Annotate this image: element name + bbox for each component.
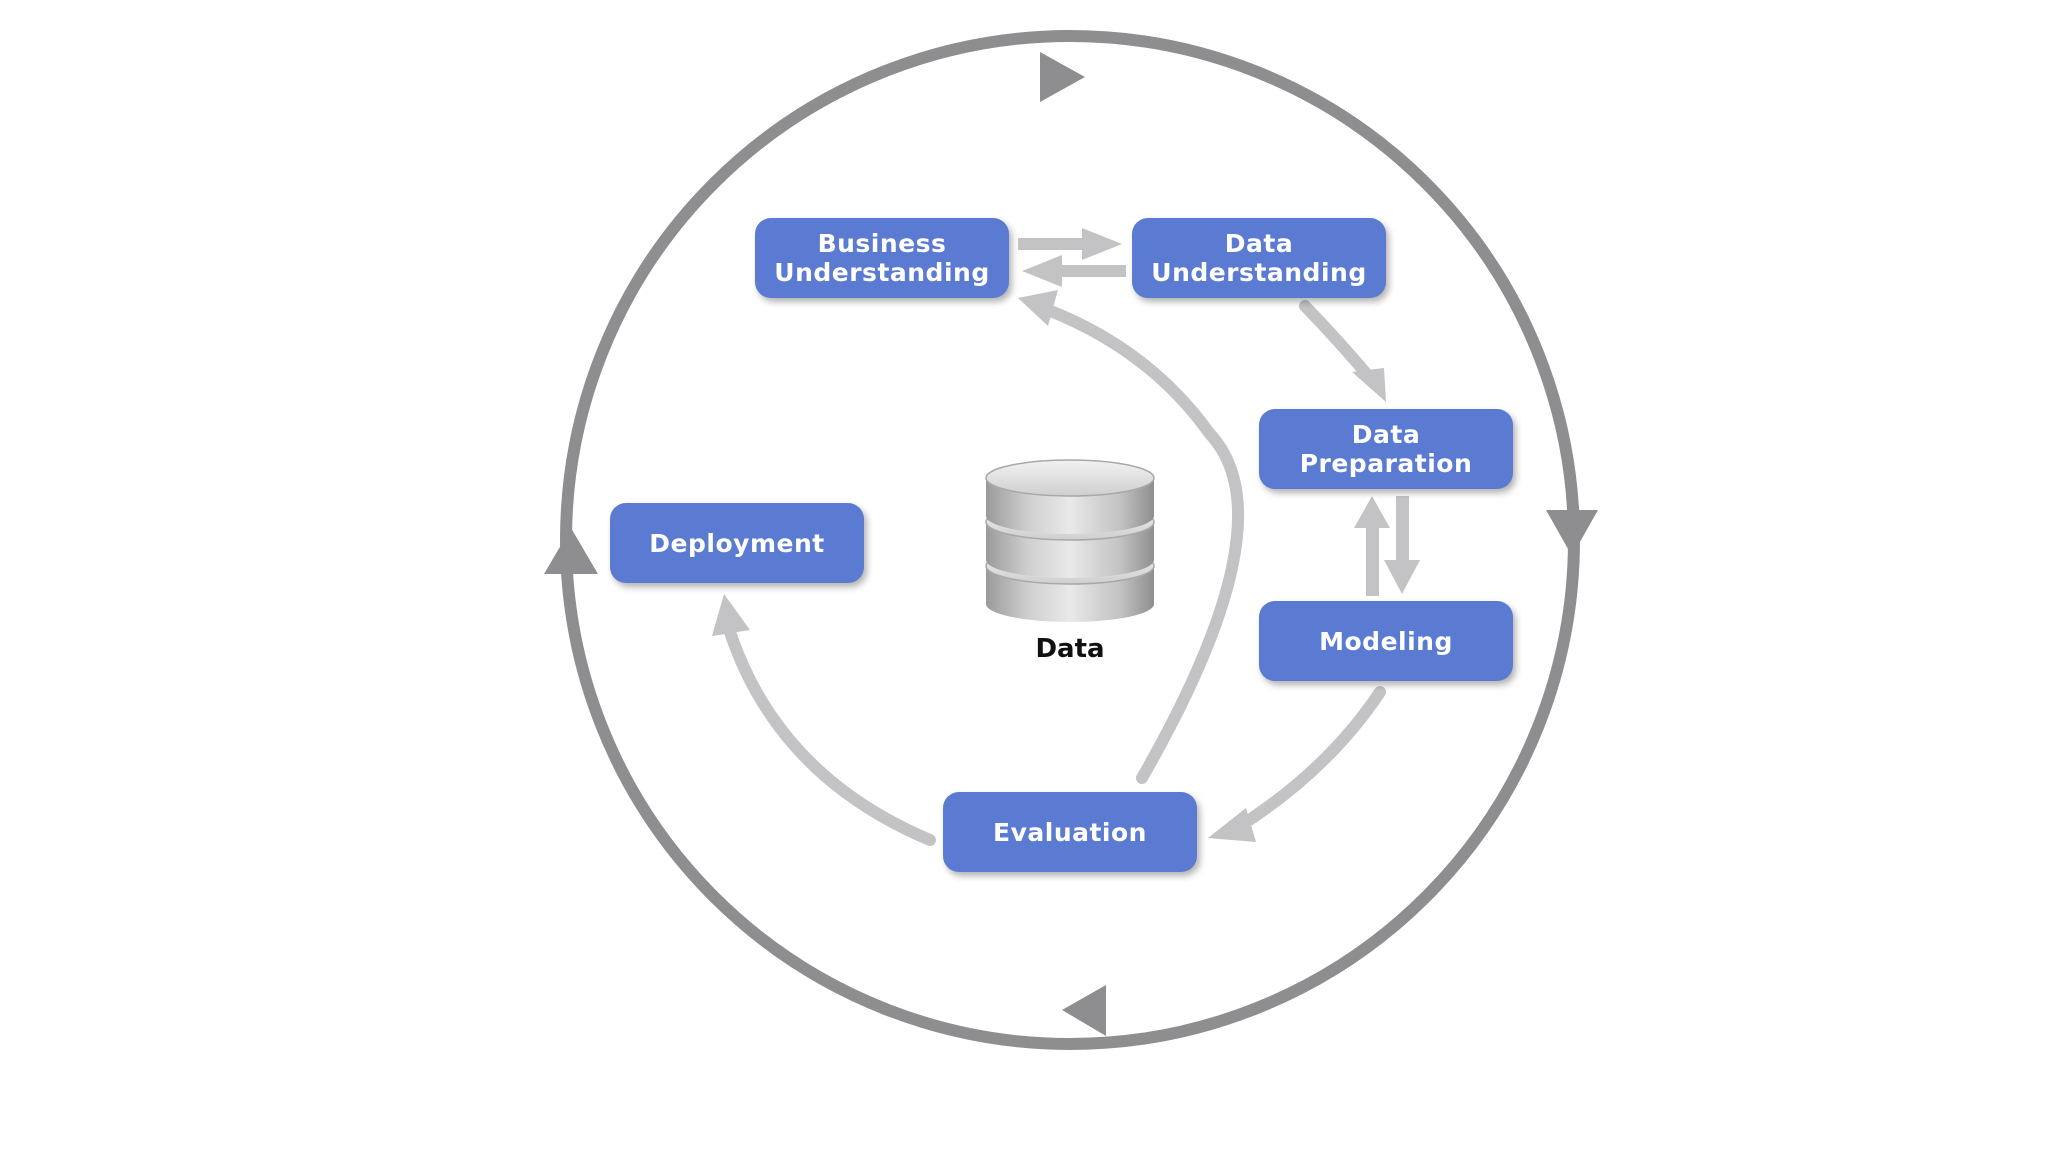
arrow-modeling-to-evaluation-icon [1208,686,1386,842]
outer-arrow-bottom-icon [1062,985,1106,1036]
data-preparation-label-line2: Preparation [1299,449,1473,478]
arrow-modeling-to-preparation-icon [1354,496,1390,596]
arrow-evaluation-to-business-icon [1018,290,1245,784]
arrow-business-to-data-understanding-icon [1018,228,1122,260]
modeling-label: Modeling [1319,626,1453,656]
arrow-evaluation-to-deployment-icon [712,594,936,846]
business-understanding-label-line2: Understanding [774,258,990,287]
outer-arrow-left-icon [544,528,598,574]
data-understanding-label-line2: Understanding [1151,258,1367,287]
business-understanding-box: Business Understanding [755,218,1009,298]
data-understanding-label-line1: Data [1224,229,1294,258]
deployment-box: Deployment [610,503,864,583]
arrow-preparation-to-modeling-icon [1384,496,1420,594]
deployment-label: Deployment [649,528,825,558]
outer-arrow-top-icon [1040,52,1085,102]
arrow-data-understanding-to-preparation-icon [1299,300,1386,402]
inner-arrows [712,228,1420,846]
modeling-box: Modeling [1259,601,1513,681]
evaluation-label: Evaluation [993,817,1147,847]
evaluation-box: Evaluation [943,792,1197,872]
database-icon [985,459,1155,622]
data-label: Data [1035,634,1105,664]
outer-cycle [544,30,1598,1050]
outer-arrow-right-icon [1546,510,1598,556]
arrow-data-understanding-to-business-icon [1022,255,1126,287]
data-preparation-label-line1: Data [1351,420,1421,449]
data-understanding-box: Data Understanding [1132,218,1386,298]
data-preparation-box: Data Preparation [1259,409,1513,489]
business-understanding-label-line1: Business [817,229,947,258]
